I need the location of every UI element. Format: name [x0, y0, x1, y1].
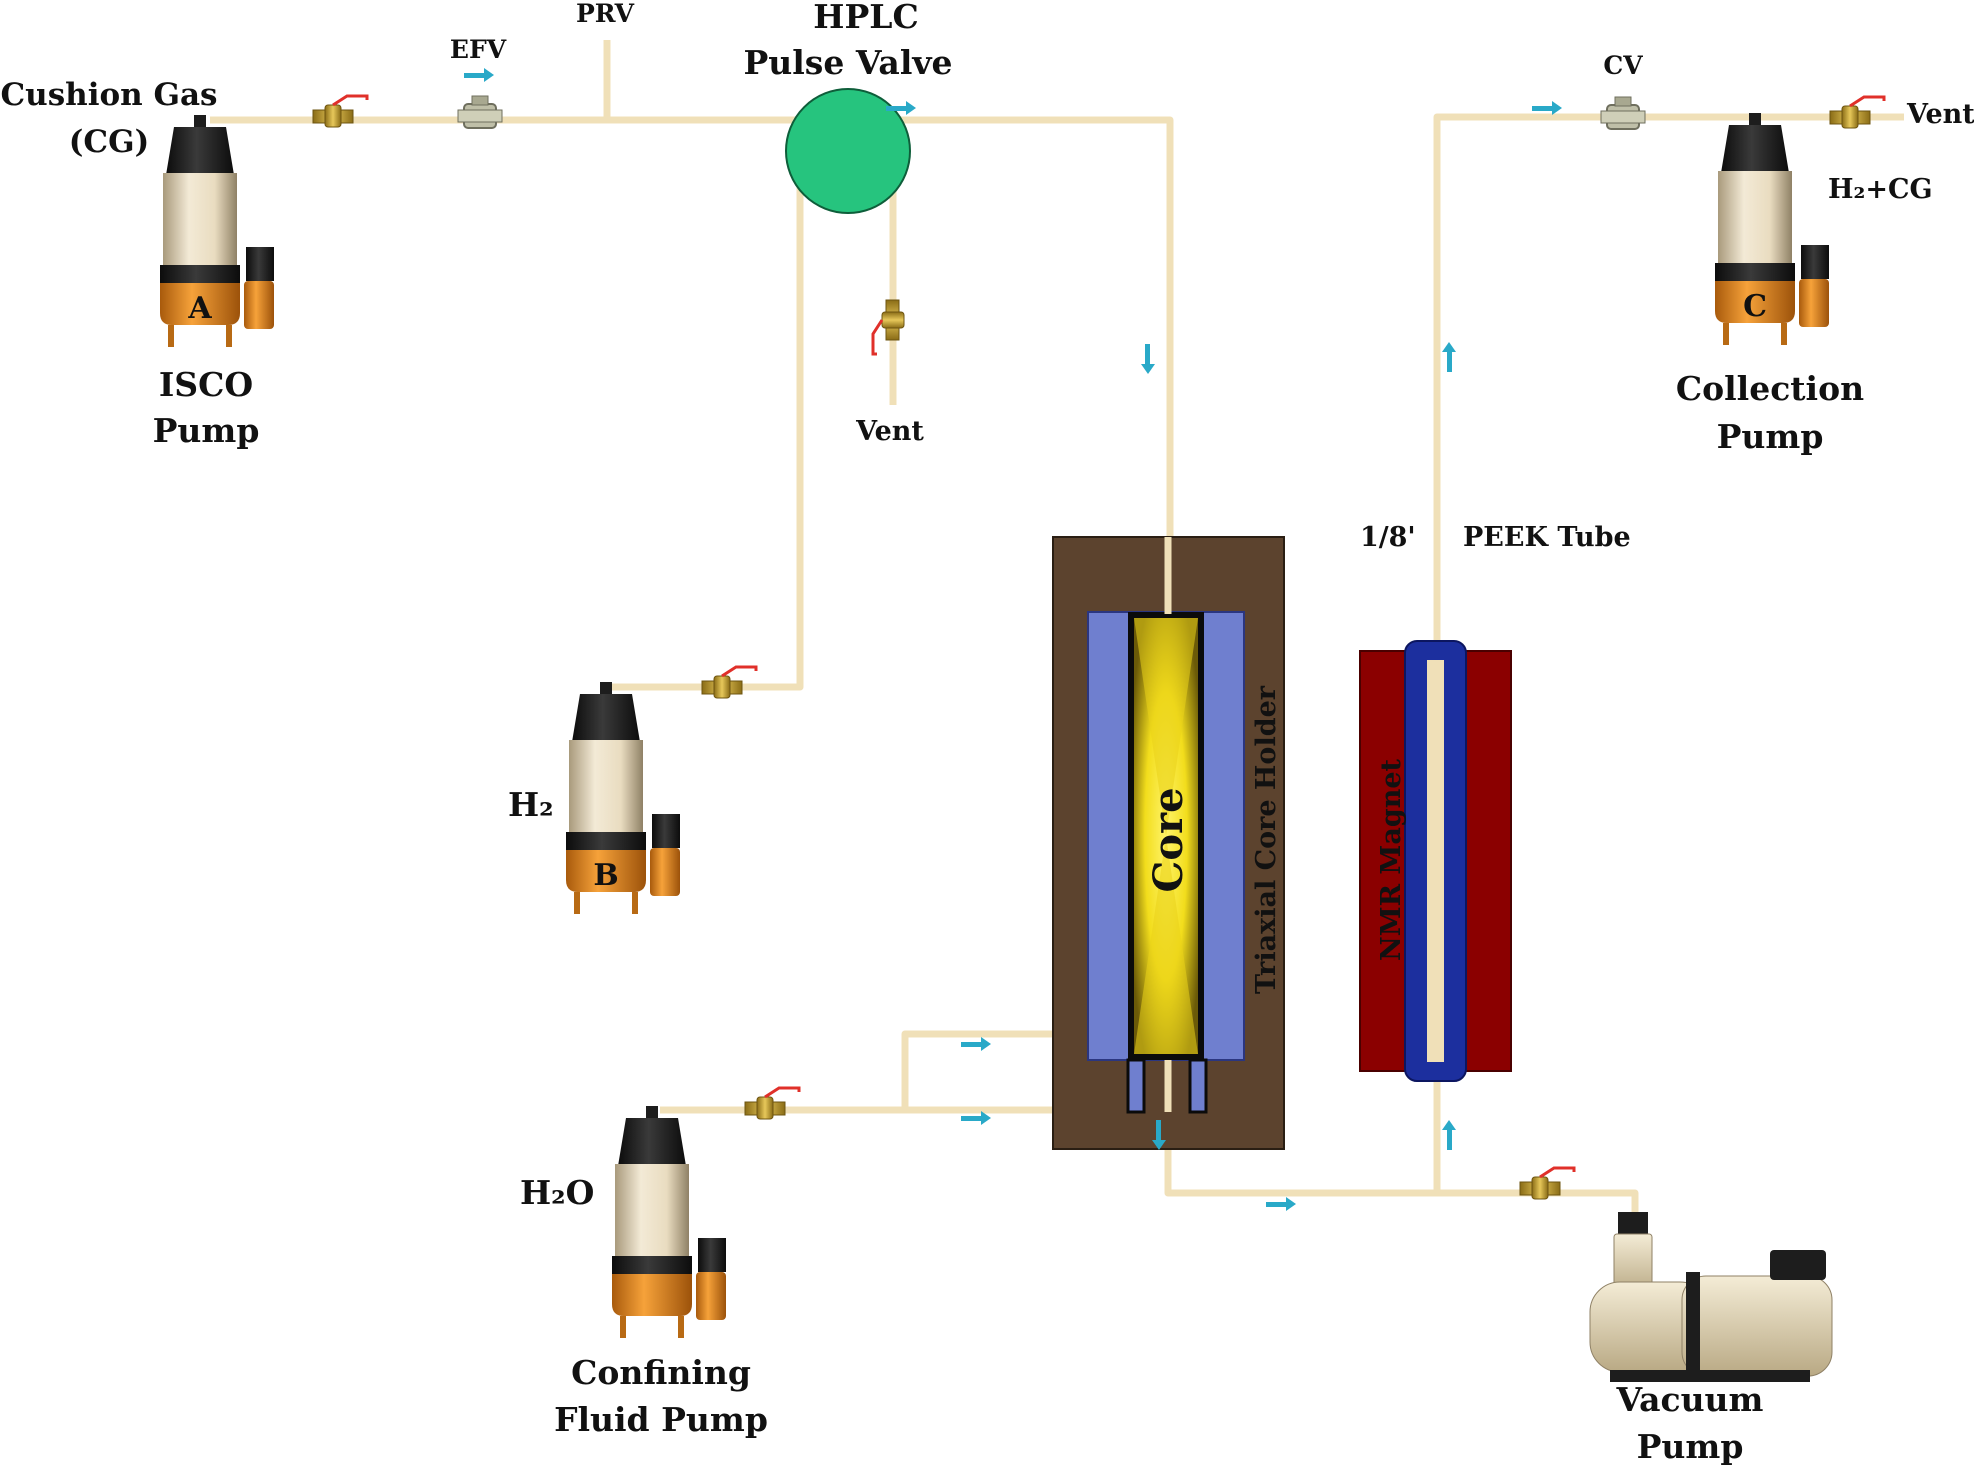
vent-hplc-label: Vent [855, 416, 924, 447]
arrow-hplc-out [886, 101, 916, 115]
hplc-label: HPLC [813, 0, 918, 36]
arrow-collection-line [1532, 101, 1562, 115]
cv-valve[interactable] [1600, 96, 1646, 130]
hplc-pulse-valve[interactable] [785, 88, 911, 214]
pipe-confining-upper [901, 1030, 1088, 1110]
arrow-core-outlet [1152, 1120, 1166, 1150]
vacuum-label: Vacuum [1616, 1380, 1764, 1419]
confining-pump-label: Fluid Pump [554, 1400, 768, 1439]
collection-label: Collection [1676, 369, 1864, 408]
isco-pump-label: Pump [153, 411, 260, 450]
cv-label: CV [1603, 51, 1643, 80]
ball-valve-confining[interactable] [744, 1086, 801, 1120]
arrow-confining-lower [961, 1111, 991, 1125]
arrow-down-to-core [1141, 344, 1155, 374]
efv-label: EFV [450, 35, 507, 64]
h2-pump-b[interactable]: B [566, 682, 680, 914]
h2o-label: H₂O [520, 1173, 594, 1212]
vacuum-pump-label: Pump [1637, 1427, 1744, 1466]
tube-size-label: 1/8' [1360, 522, 1416, 553]
arrow-outlet-line [1266, 1197, 1296, 1211]
h2-label: H₂ [508, 785, 554, 824]
isco-label: ISCO [159, 365, 253, 404]
cushion-gas-label: Cushion Gas [1, 77, 218, 113]
arrow-efv [464, 68, 494, 82]
confining-fluid-pump[interactable] [612, 1106, 726, 1338]
arrow-up-from-outlet [1442, 1120, 1456, 1150]
confining-label: Confining [571, 1353, 751, 1392]
h2-cg-label: H₂+CG [1828, 174, 1933, 205]
core-label: Core [1145, 787, 1192, 892]
nmr-magnet-label: NMR Magnet [1376, 759, 1407, 961]
pipe-h2 [610, 180, 804, 691]
ball-valve-cg[interactable] [312, 94, 369, 128]
triaxial-core-holder: Core Triaxial Core Holder [1052, 536, 1285, 1150]
peek-tube-label: PEEK Tube [1463, 522, 1631, 553]
pipe-cushion-gas [210, 116, 1174, 540]
cushion-gas-abbrev: (CG) [69, 124, 149, 160]
ball-valve-vent-collection[interactable] [1829, 95, 1886, 129]
arrow-confining-upper [961, 1037, 991, 1051]
pulse-valve-label: Pulse Valve [743, 43, 952, 82]
efv-valve[interactable] [457, 95, 503, 129]
pump-a-letter: A [187, 291, 212, 326]
pump-c-letter: C [1743, 289, 1767, 324]
vent-collection-label: Vent [1906, 99, 1974, 130]
core-holder-label: Triaxial Core Holder [1251, 685, 1282, 994]
pump-b-letter: B [593, 858, 618, 893]
isco-pump-a[interactable]: A [160, 115, 274, 347]
ball-valve-vacuum[interactable] [1519, 1166, 1576, 1200]
vacuum-pump[interactable] [1589, 1212, 1833, 1382]
collection-pump-c[interactable]: C [1715, 113, 1829, 345]
collection-pump-label: Pump [1717, 417, 1824, 456]
ball-valve-vent-hplc[interactable] [871, 299, 905, 356]
flow-arrows [464, 68, 1562, 1211]
nmr-magnet: NMR Magnet [1359, 640, 1512, 1082]
prv-label: PRV [576, 0, 635, 28]
arrow-up-to-collection [1442, 342, 1456, 372]
ball-valve-h2[interactable] [701, 665, 758, 699]
